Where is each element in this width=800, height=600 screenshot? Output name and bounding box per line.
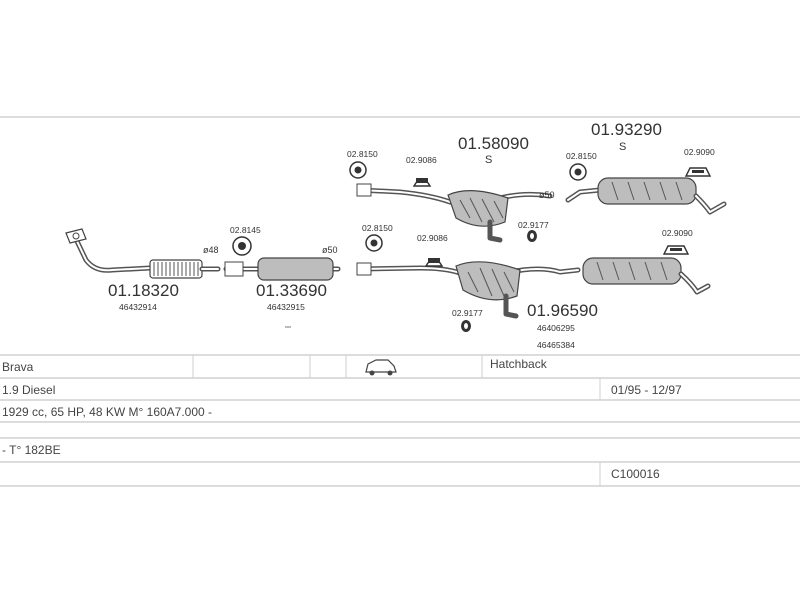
vehicle-spec: 1929 cc, 65 HP, 48 KW M° 160A7.000 - — [2, 405, 212, 419]
rear-silencer-suffix: S — [619, 141, 626, 153]
fitting-28150-lower-label: 02.8150 — [362, 223, 393, 233]
lower-main-assembly: 02.8150 02.9086 02.9090 02.9177 01.96590… — [356, 223, 711, 350]
fitting-29086-upper-label: 02.9086 — [406, 155, 437, 165]
mid-pipe-number: 01.33690 — [256, 281, 327, 300]
fitting-29090-lower-label: 02.9090 — [662, 228, 693, 238]
vehicle-type: - T° 182BE — [2, 443, 61, 457]
fitting-29086-upper-icon — [412, 178, 432, 187]
fitting-29090-upper-label: 02.9090 — [684, 147, 715, 157]
vehicle-code: C100016 — [611, 467, 660, 481]
upper-rear-silencer: 02.8150 02.9090 01.93290 S — [565, 120, 727, 215]
vehicle-years: 01/95 - 12/97 — [611, 383, 682, 397]
vehicle-body: Hatchback — [490, 357, 548, 371]
fitting-28145-icon — [232, 236, 252, 256]
fitting-29086-lower-label: 02.9086 — [417, 233, 448, 243]
fitting-29177-lower-label: 02.9177 — [452, 308, 483, 318]
vehicle-model: Brava — [2, 360, 34, 374]
rear-silencer-number: 01.93290 — [591, 120, 662, 139]
fitting-29086-lower-icon — [424, 258, 444, 267]
main-assembly-oem-2: 46465384 — [537, 340, 575, 350]
upper-center-assembly: 02.8150 02.9086 02.9177 01.58090 S ø50 — [347, 134, 555, 243]
fitting-28150-upper-label: 02.8150 — [347, 149, 378, 159]
fitting-28150-lower-icon — [365, 234, 383, 252]
fitting-29090-upper-icon — [684, 167, 712, 177]
fitting-28150-rear-icon — [569, 163, 587, 181]
fitting-28150-upper-icon — [349, 161, 367, 179]
diameter-48-label: ø48 — [203, 245, 219, 255]
fitting-28145-label: 02.8145 — [230, 225, 261, 235]
diameter-50-label-upper: ø50 — [539, 190, 555, 200]
mid-pipe-oem: 46432915 — [267, 302, 305, 312]
car-icon — [365, 359, 397, 376]
center-silencer-suffix: S — [485, 154, 492, 166]
fitting-28150-rear-label: 02.8150 — [566, 151, 597, 161]
diameter-50-label-lower: ø50 — [322, 245, 338, 255]
fitting-29177-upper-icon — [527, 230, 537, 242]
vehicle-table: Brava Hatchback 1.9 Diesel 01/95 - 12/97… — [0, 354, 800, 487]
front-pipe-number: 01.18320 — [108, 281, 179, 300]
front-pipe-oem: 46432914 — [119, 302, 157, 312]
main-assembly-number: 01.96590 — [527, 301, 598, 320]
main-assembly-oem-1: 46406295 — [537, 323, 575, 333]
mid-pipe: 02.8145 ø50 01.33690 46432915 — [223, 225, 341, 328]
fitting-29090-lower-icon — [662, 245, 690, 255]
center-silencer-number: 01.58090 — [458, 134, 529, 153]
fitting-29177-upper-label: 02.9177 — [518, 220, 549, 230]
fitting-29177-lower-icon — [461, 320, 471, 332]
vehicle-engine: 1.9 Diesel — [2, 383, 55, 397]
front-pipe: ø48 01.18320 46432914 — [65, 228, 221, 312]
